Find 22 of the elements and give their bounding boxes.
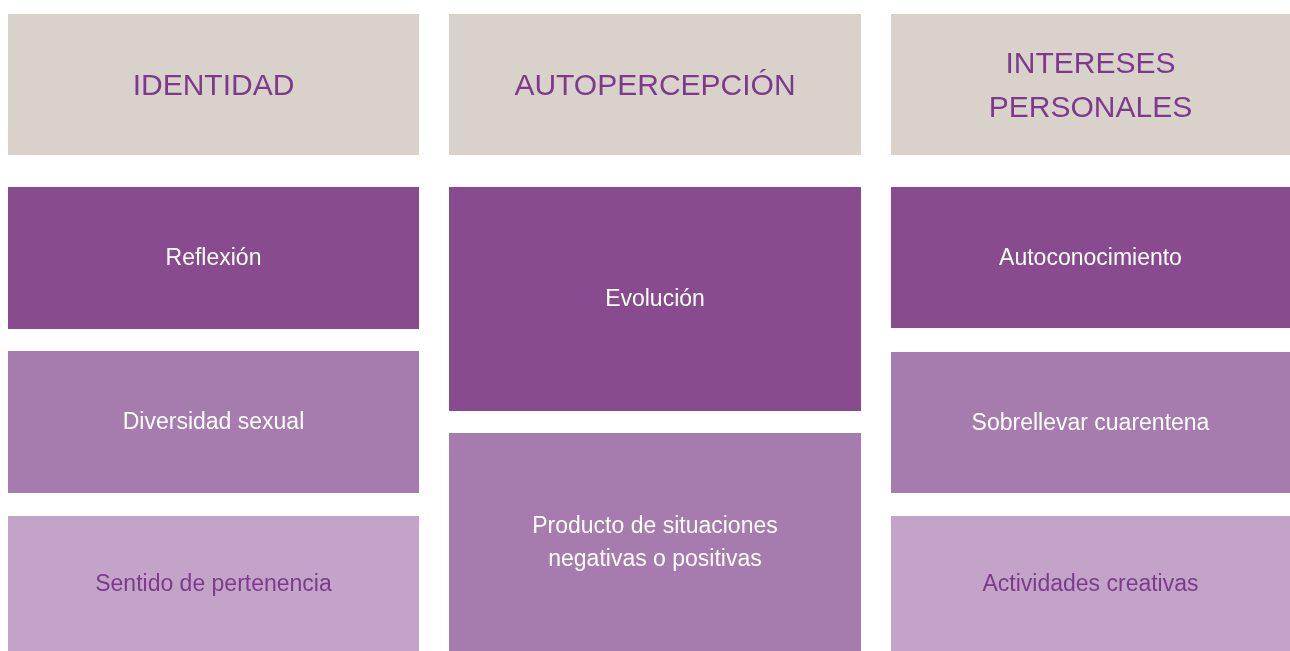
- header-text: INTERESES PERSONALES: [987, 45, 1194, 125]
- category-text: Diversidad sexual: [122, 407, 305, 437]
- header-text: AUTOPERCEPCIÓN: [514, 66, 796, 103]
- category-box: [449, 433, 861, 651]
- header-box: [891, 14, 1290, 155]
- category-box: [891, 352, 1290, 493]
- category-text: Evolución: [605, 284, 705, 314]
- category-text: Autoconocimiento: [999, 242, 1182, 272]
- header-box: [8, 14, 419, 155]
- header-text: IDENTIDAD: [132, 66, 295, 103]
- category-box: [8, 351, 419, 493]
- category-text: Sentido de pertenencia: [95, 568, 332, 598]
- category-box: [891, 187, 1290, 328]
- header-box: [449, 14, 861, 155]
- category-text: Reflexión: [165, 243, 262, 273]
- category-box: [8, 187, 419, 329]
- category-box: [8, 516, 419, 651]
- category-box: [449, 187, 861, 411]
- category-box: [891, 516, 1290, 651]
- category-text: Sobrellevar cuarentena: [971, 407, 1210, 437]
- category-text: Producto de situaciones negativas o positivas: [531, 510, 779, 573]
- category-text: Actividades creativas: [982, 568, 1199, 598]
